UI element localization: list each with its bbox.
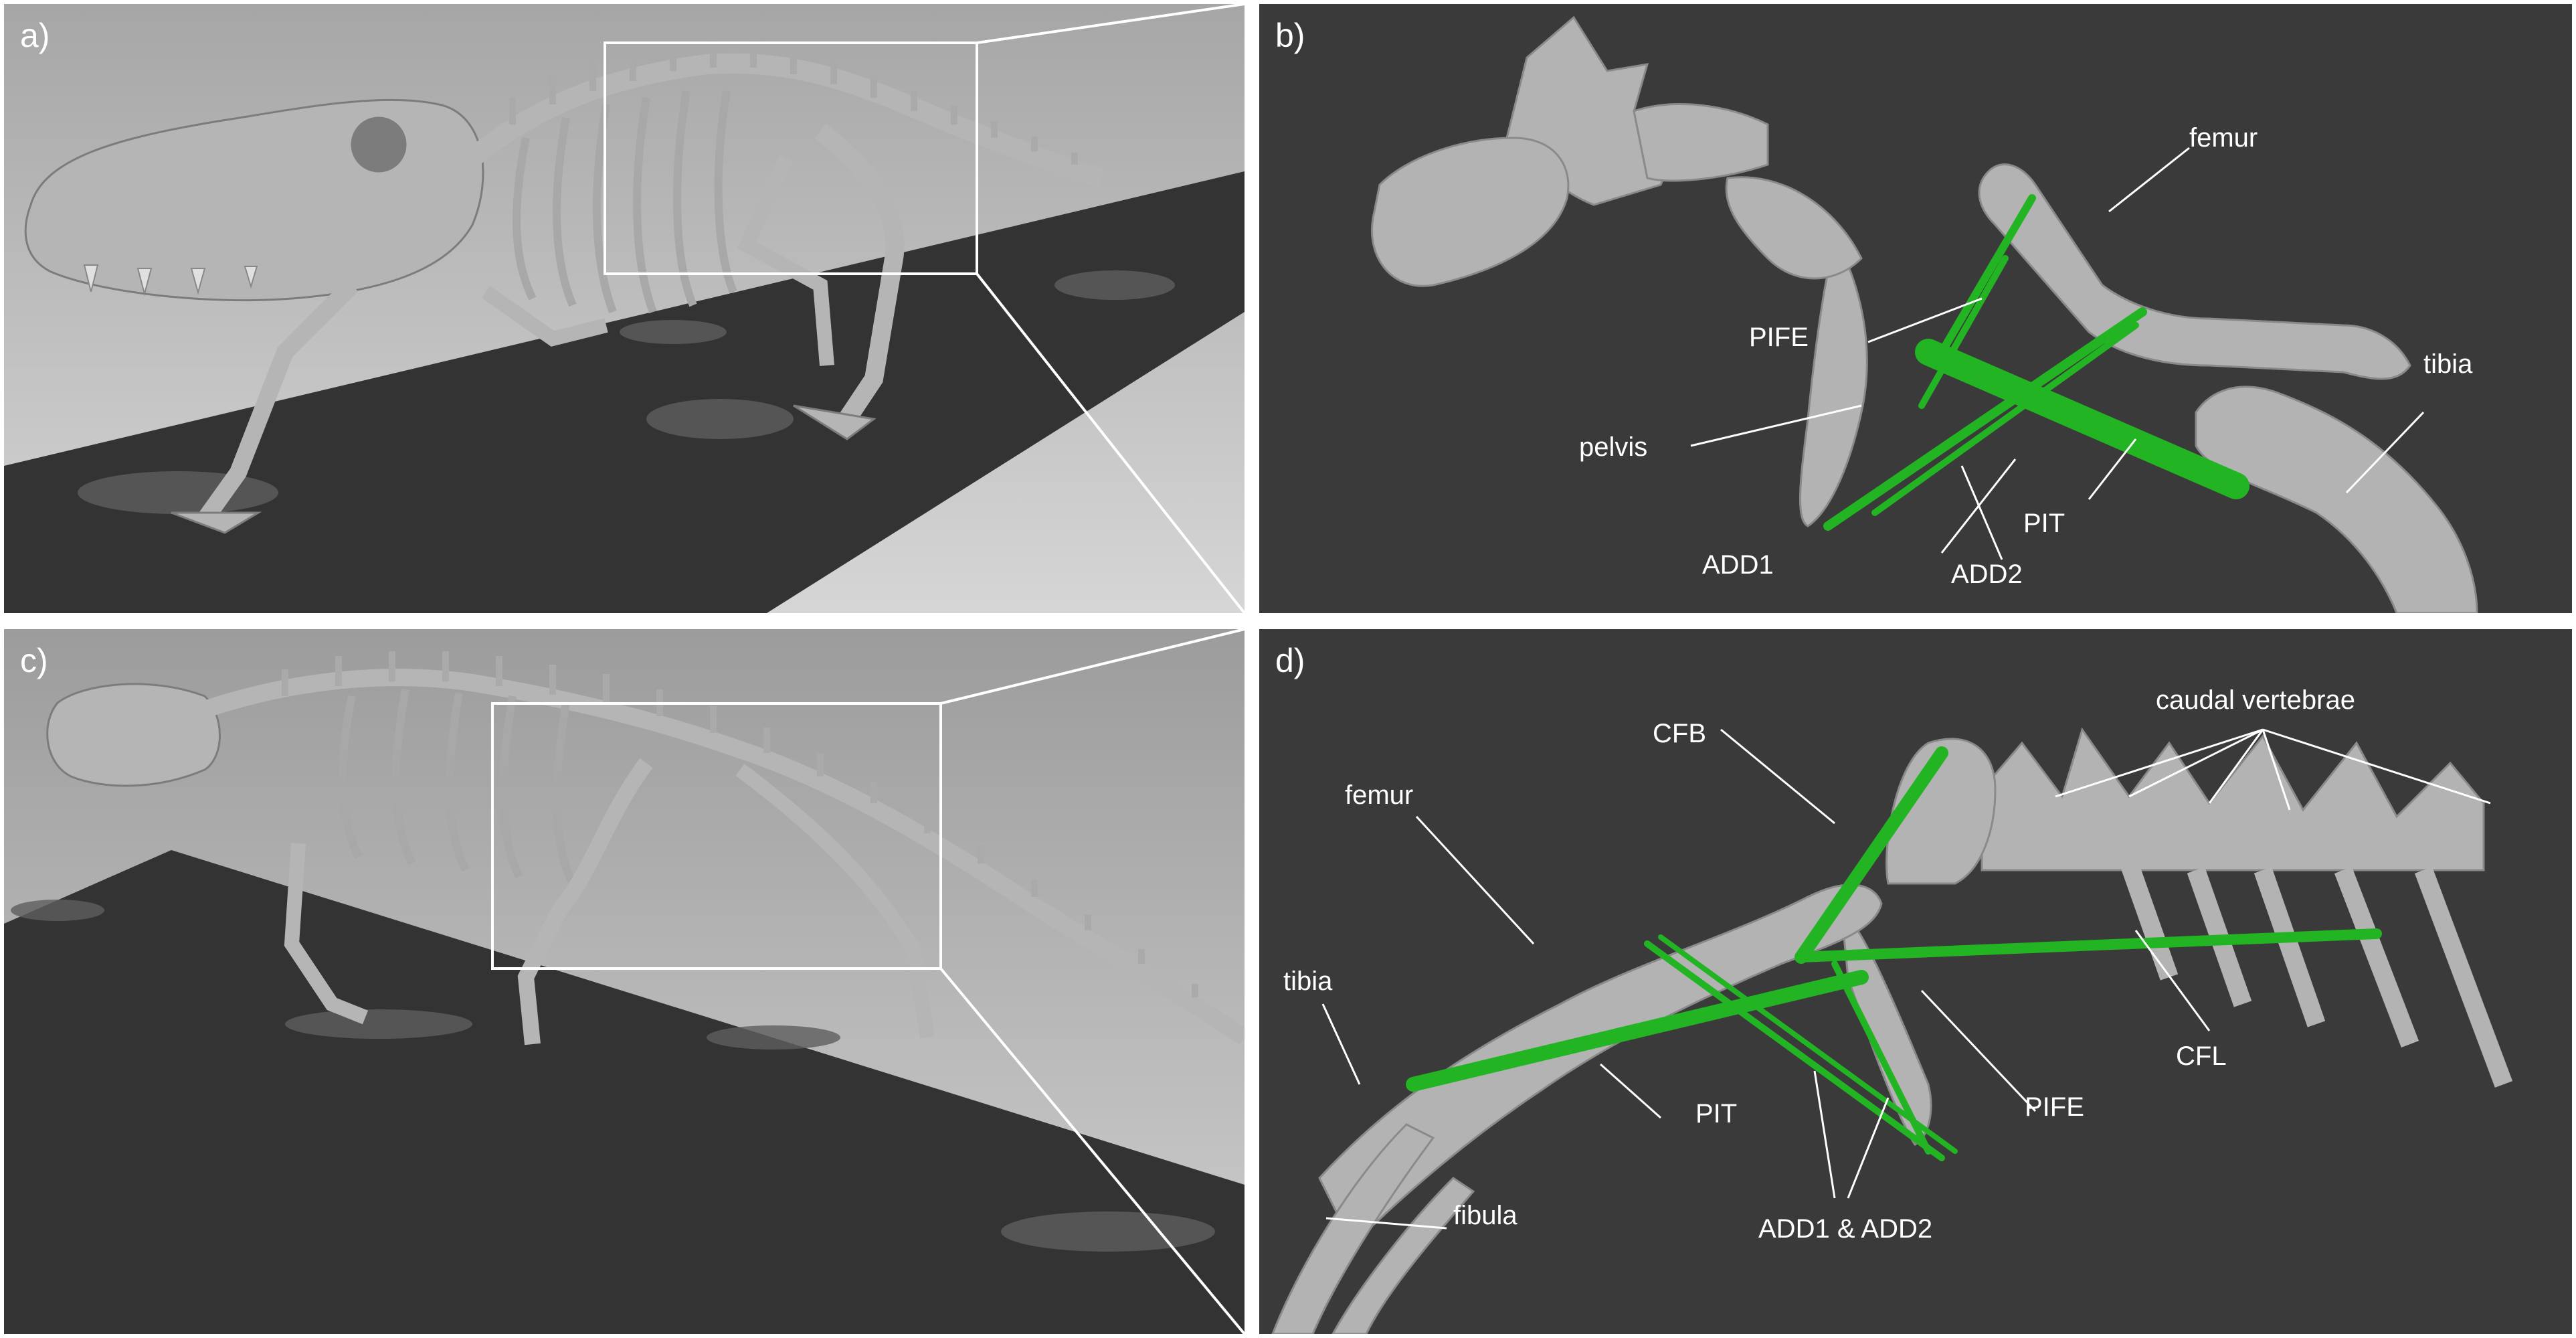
panel-c-render [4, 629, 1245, 1334]
panel-a-render [4, 4, 1245, 613]
ground-plane [4, 171, 1245, 613]
panel-d-render [1259, 629, 2572, 1334]
panel-b-letter: b) [1275, 17, 1305, 54]
panel-c: c) [4, 629, 1245, 1334]
panel-c-letter: c) [20, 642, 48, 679]
muscle-lines [1406, 746, 2382, 1161]
label-caudal-vertebrae: caudal vertebrae [2156, 685, 2355, 715]
hip-bones [1371, 15, 2478, 613]
label-add1-add2: ADD1 & ADD2 [1758, 1214, 1933, 1244]
tail-bones [1271, 727, 2513, 1334]
label-pife: PIFE [1749, 323, 1809, 352]
label-pit: PIT [1695, 1099, 1738, 1128]
label-cfb: CFB [1653, 719, 1706, 748]
label-femur: femur [1345, 780, 1414, 810]
panel-b-render [1259, 4, 2572, 613]
panel-a: a) [4, 4, 1245, 613]
leader-lines [1690, 147, 2425, 560]
leader-lines [1321, 728, 2491, 1230]
label-fibula: fibula [1453, 1201, 1517, 1230]
panel-b: b) femur tibia PIFE pelvis PIT ADD1 ADD2 [1259, 4, 2572, 613]
label-femur: femur [2189, 123, 2258, 153]
label-pit: PIT [2023, 509, 2065, 538]
label-add2: ADD2 [1951, 560, 2023, 589]
label-pelvis: pelvis [1579, 432, 1648, 462]
muscle-lines [1823, 194, 2249, 531]
panel-a-letter: a) [20, 17, 50, 54]
panel-d: d) caudal vertebrae CFB femur tibia CFL … [1259, 629, 2572, 1334]
label-pife: PIFE [2025, 1092, 2084, 1122]
label-tibia: tibia [1283, 967, 1333, 996]
panel-d-letter: d) [1275, 642, 1305, 679]
label-add1: ADD1 [1702, 550, 1774, 580]
label-tibia: tibia [2423, 349, 2473, 379]
label-cfl: CFL [2176, 1041, 2227, 1071]
